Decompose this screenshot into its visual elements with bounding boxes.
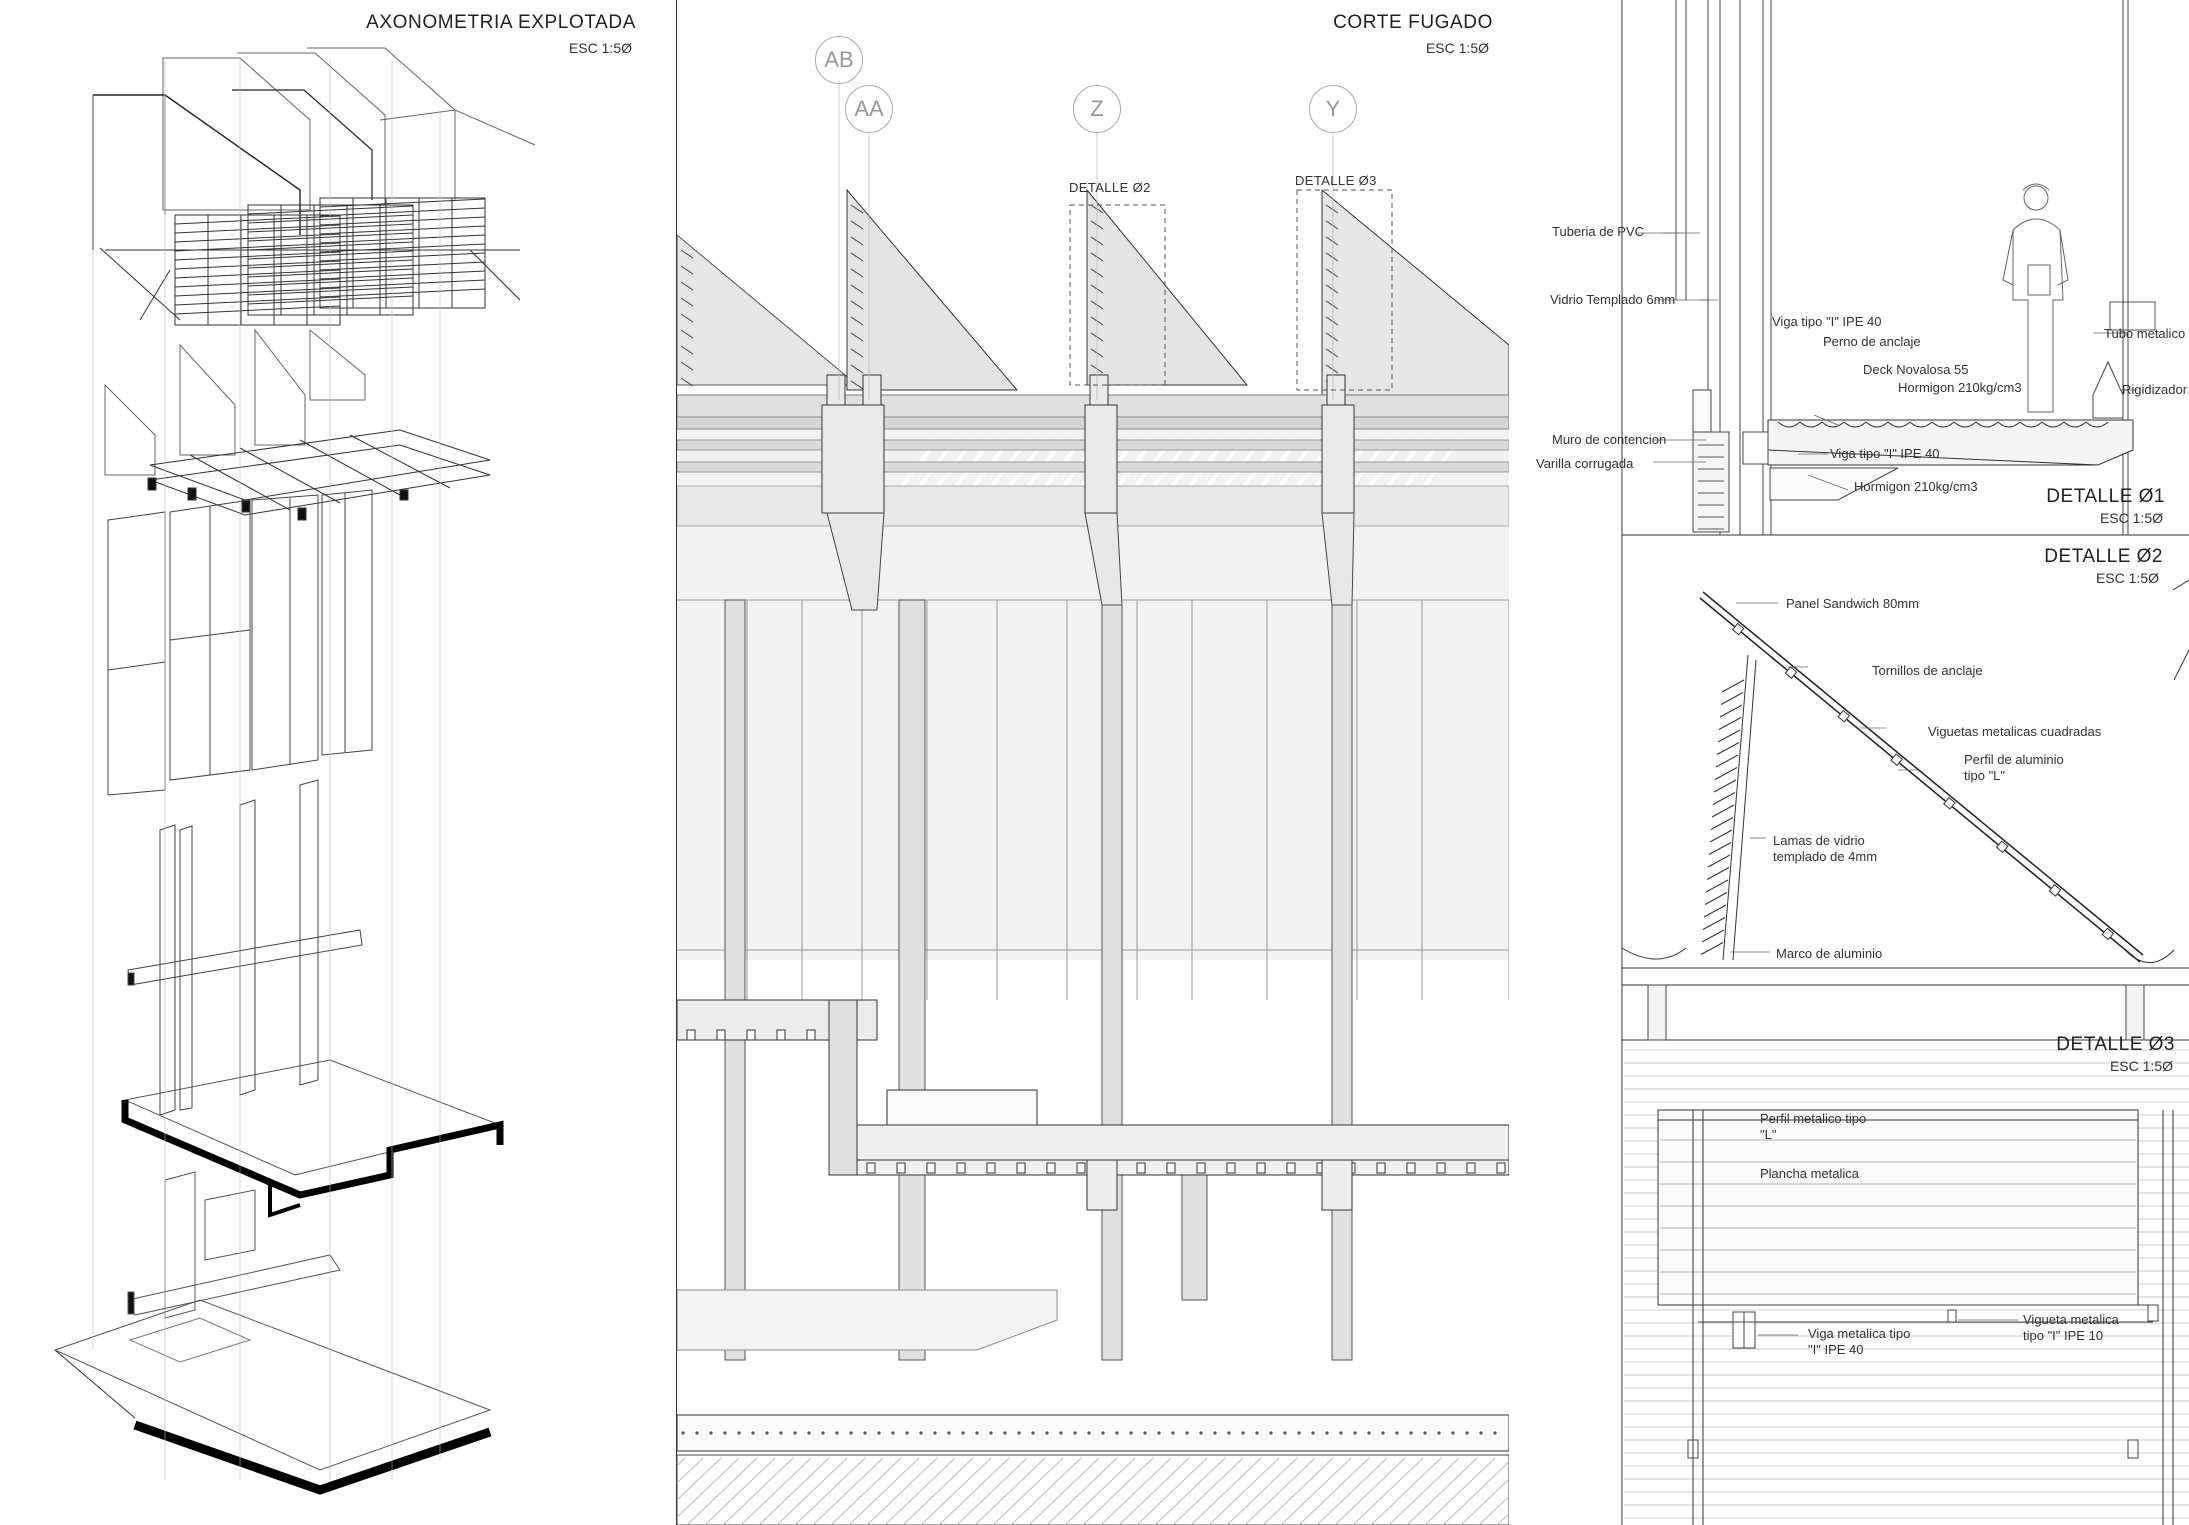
columns — [127, 779, 363, 1116]
label-viga-top: Viga tipo "I" IPE 40 — [1772, 314, 1882, 329]
label-hormigon-bottom: Hormigon 210kg/cm3 — [1854, 479, 1978, 494]
floor-slab — [121, 1059, 504, 1218]
label-perfil-metalico-2: "L" — [1760, 1127, 1777, 1142]
label-lamas-2: templado de 4mm — [1773, 849, 1878, 864]
section-scale: ESC 1:5Ø — [1425, 40, 1489, 56]
detail-02-drawing — [1621, 579, 2189, 1041]
details-drawing — [1621, 0, 2189, 1525]
details-panel: Tuberia de PVC Vidrio Templado 6mm Viga … — [1508, 0, 2189, 1525]
axonometry-drawing — [53, 47, 536, 1495]
label-muro: Muro de contencion — [1552, 432, 1667, 447]
detail-tag-02: DETALLE Ø2 — [1069, 180, 1151, 195]
grid-label-z: Z — [1073, 85, 1121, 133]
detail-01-drawing — [1638, 0, 2156, 535]
detail-tag-03: DETALLE Ø3 — [1295, 173, 1377, 188]
label-vidrio: Vidrio Templado 6mm — [1550, 292, 1676, 307]
gable-panels — [104, 328, 366, 476]
label-viga-mid: Viga tipo "I" IPE 40 — [1830, 446, 1940, 461]
label-tubo: Tubo metalico — [2104, 326, 2186, 341]
label-plancha: Plancha metalica — [1760, 1166, 1859, 1181]
detail-01-title: DETALLE Ø1 — [2046, 486, 2165, 507]
detail-01-scale: ESC 1:5Ø — [2099, 510, 2163, 526]
axonometry-scale: ESC 1:5Ø — [568, 40, 632, 56]
base-slab — [53, 1299, 492, 1495]
grid-label-aa: AA — [845, 85, 893, 133]
detail-02-title: DETALLE Ø2 — [2044, 546, 2163, 567]
label-perfil-2: tipo "L" — [1964, 768, 2006, 783]
louver-frames — [99, 197, 521, 326]
label-viga-metalica-1: Viga metalica tipo — [1808, 1326, 1911, 1341]
detail-03-title: DETALLE Ø3 — [2056, 1034, 2175, 1055]
beam-grid — [147, 429, 491, 521]
detail-02-scale: ESC 1:5Ø — [2095, 570, 2159, 586]
axonometry-panel: AXONOMETRIA EXPLOTADA ESC 1:5Ø — [0, 0, 676, 1525]
label-marco: Marco de aluminio — [1776, 946, 1883, 961]
label-tuberia: Tuberia de PVC — [1552, 224, 1645, 239]
label-lamas-1: Lamas de vidrio — [1773, 833, 1865, 848]
label-viga-metalica-2: "I" IPE 40 — [1808, 1342, 1864, 1357]
section-panel: CORTE FUGADO ESC 1:5Ø — [676, 0, 1509, 1525]
label-rigidizador: Rigidizador — [2122, 382, 2188, 397]
grid-label-ab: AB — [815, 36, 863, 84]
detail-03-drawing — [1624, 1049, 2189, 1525]
label-deck: Deck Novalosa 55 — [1863, 362, 1969, 377]
label-tornillos: Tornillos de anclaje — [1872, 663, 1983, 678]
label-hormigon-top: Hormigon 210kg/cm3 — [1898, 380, 2022, 395]
label-varilla: Varilla corrugada — [1536, 456, 1634, 471]
label-vigueta-1: Vigueta metalica — [2023, 1312, 2119, 1327]
label-viguetas: Viguetas metalicas cuadradas — [1928, 724, 2102, 739]
axonometry-title: AXONOMETRIA EXPLOTADA — [366, 12, 636, 33]
label-vigueta-2: tipo "I" IPE 10 — [2023, 1328, 2104, 1343]
label-panel: Panel Sandwich 80mm — [1786, 596, 1919, 611]
detail-03-scale: ESC 1:5Ø — [2109, 1058, 2173, 1074]
label-perfil-1: Perfil de aluminio — [1964, 752, 2064, 767]
grid-label-y: Y — [1309, 85, 1357, 133]
section-drawing — [677, 80, 1509, 1525]
roof-shells — [92, 47, 536, 250]
label-perno: Perno de anclaje — [1823, 334, 1921, 349]
label-perfil-metalico-1: Perfil metalico tipo — [1760, 1111, 1867, 1126]
section-title: CORTE FUGADO — [1333, 12, 1493, 33]
